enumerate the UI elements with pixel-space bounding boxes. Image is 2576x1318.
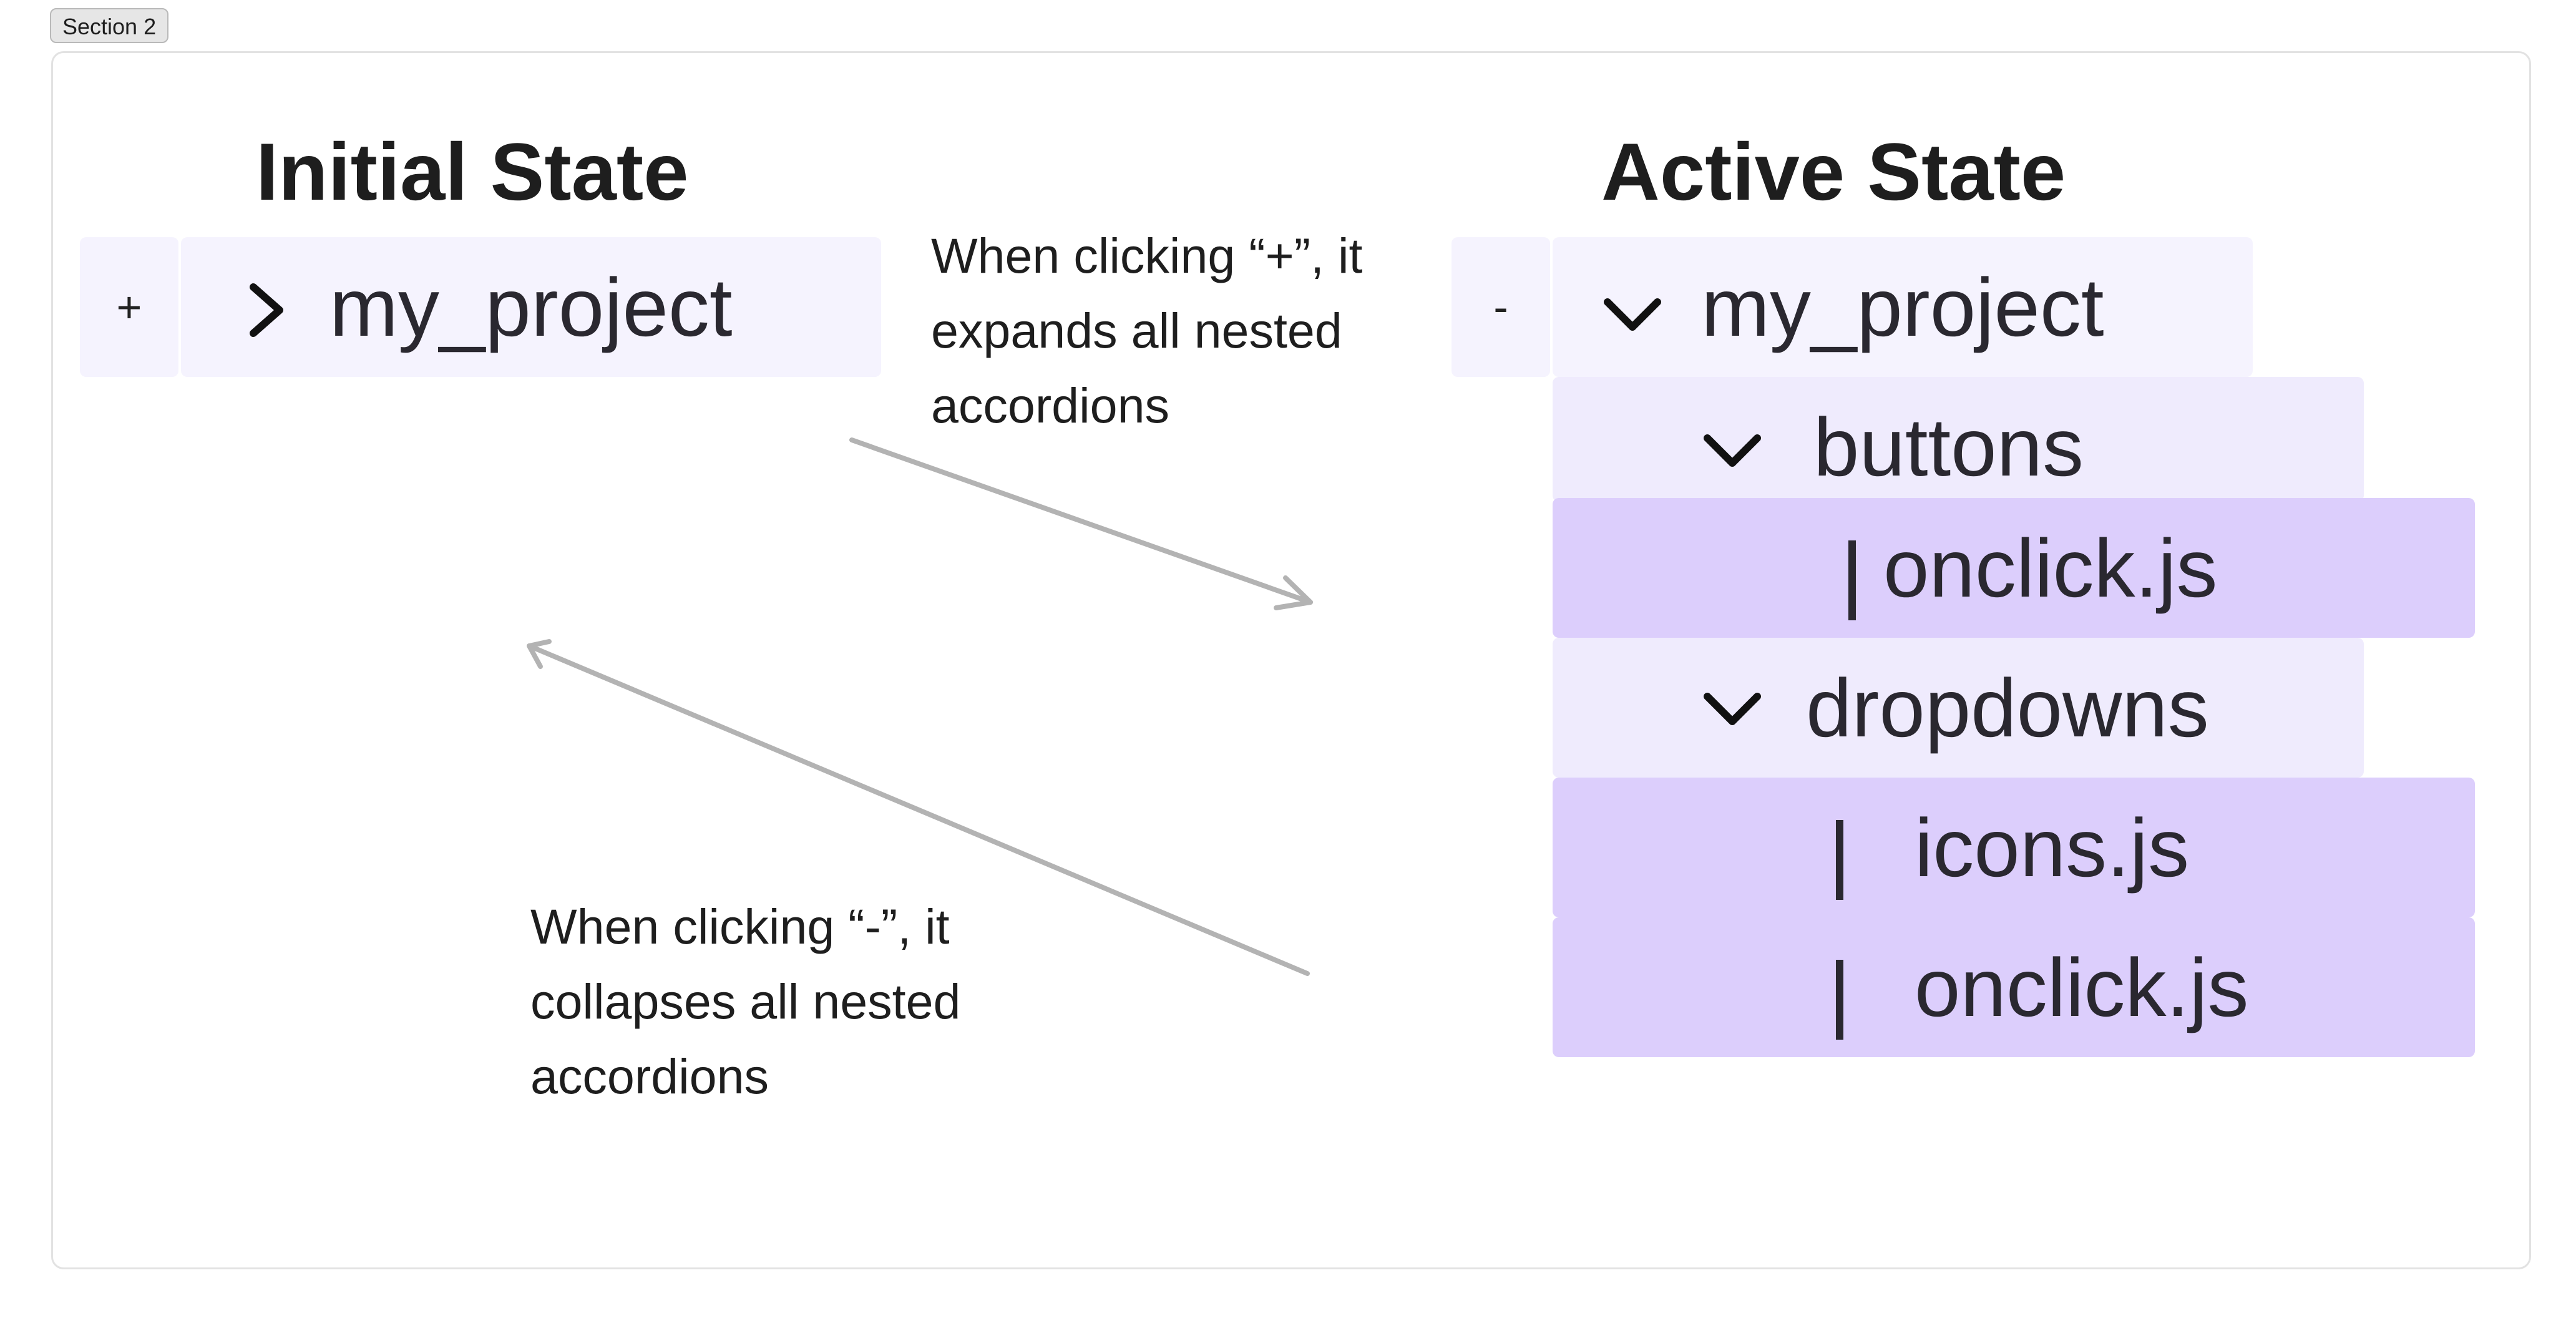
expand-note-line: expands all nested xyxy=(931,303,1342,358)
chevron-right-icon xyxy=(250,283,283,337)
file-label: onclick.js xyxy=(1915,942,2249,1033)
collapse-all-label: - xyxy=(1493,283,1508,331)
collapse-note-line: accordions xyxy=(530,1048,769,1104)
expand-note-line: When clicking “+”, it xyxy=(931,228,1363,283)
file-item[interactable]: onclick.js xyxy=(1553,917,2475,1057)
collapse-all-button[interactable]: - xyxy=(1451,237,1550,377)
accordion-root-label: my_project xyxy=(1701,261,2104,353)
collapse-note-line: collapses all nested xyxy=(530,974,961,1029)
collapse-note: When clicking “-”, it collapses all nest… xyxy=(530,889,1092,1114)
folder-label: buttons xyxy=(1813,401,2084,493)
folder-label: dropdowns xyxy=(1806,662,2209,754)
chevron-down-icon xyxy=(1704,693,1761,725)
file-label: icons.js xyxy=(1915,802,2190,894)
folder-dropdowns[interactable]: dropdowns xyxy=(1553,638,2364,778)
accordion-root-label: my_project xyxy=(329,261,733,353)
file-item[interactable]: icons.js xyxy=(1553,778,2475,917)
chevron-down-icon xyxy=(1704,434,1761,467)
section-label[interactable]: Section 2 xyxy=(50,8,169,43)
file-item[interactable]: onclick.js xyxy=(1553,498,2475,638)
expand-note: When clicking “+”, it expands all nested… xyxy=(931,218,1493,443)
tree-line xyxy=(1848,540,1856,620)
accordion-root-collapsed[interactable]: my_project xyxy=(181,237,881,377)
accordion-root-expanded[interactable]: my_project xyxy=(1553,237,2253,377)
folder-buttons[interactable]: buttons xyxy=(1553,377,2364,502)
collapse-note-line: When clicking “-”, it xyxy=(530,899,950,954)
expand-note-line: accordions xyxy=(931,378,1170,433)
expand-all-button[interactable]: + xyxy=(80,237,178,377)
file-label: onclick.js xyxy=(1883,522,2218,614)
tree-line xyxy=(1836,820,1843,900)
tree-line xyxy=(1836,960,1843,1040)
active-state-heading: Active State xyxy=(1601,126,2066,217)
expand-all-label: + xyxy=(116,283,142,331)
chevron-down-icon xyxy=(1604,298,1661,331)
initial-state-heading: Initial State xyxy=(256,126,689,217)
